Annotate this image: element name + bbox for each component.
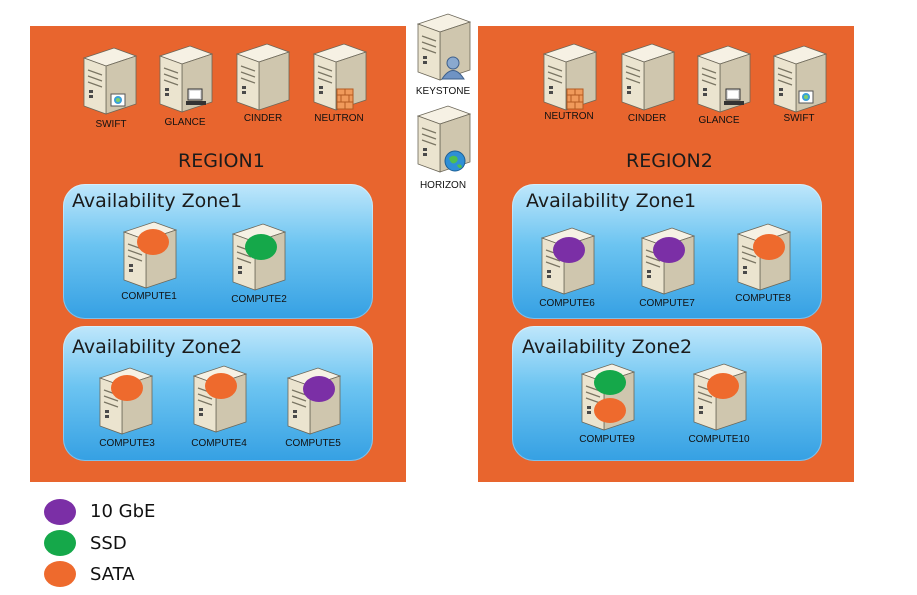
region2-title: REGION2	[626, 150, 713, 172]
neutron-firewall-icon	[336, 88, 354, 115]
compute9-label: COMPUTE9	[579, 434, 635, 445]
compute7-10gbe-disk	[653, 237, 685, 263]
compute4-label: COMPUTE4	[191, 438, 247, 449]
compute4-sata-disk	[205, 373, 237, 399]
compute9-ssd-disk	[594, 370, 626, 395]
region1-cinder-label: CINDER	[243, 113, 283, 124]
compute5-10gbe-disk	[303, 376, 335, 402]
region1-zone1	[63, 184, 373, 319]
legend-sata-swatch	[44, 561, 76, 587]
keystone-user-icon	[440, 56, 466, 85]
r2-neutron-firewall-icon	[566, 88, 584, 115]
cinder-server-icon	[233, 42, 291, 112]
legend-ssd-swatch	[44, 530, 76, 556]
r2-cinder-server-icon	[618, 42, 676, 112]
compute1-label: COMPUTE1	[121, 291, 177, 302]
compute10-label: COMPUTE10	[688, 434, 750, 445]
region1-neutron-label: NEUTRON	[314, 113, 364, 124]
region2-cinder-label: CINDER	[627, 113, 667, 124]
compute10-sata-disk	[707, 373, 739, 399]
compute6-label: COMPUTE6	[539, 298, 595, 309]
compute9-sata-disk	[594, 398, 626, 423]
compute8-label: COMPUTE8	[735, 293, 791, 304]
compute8-sata-disk	[753, 234, 785, 260]
compute2-label: COMPUTE2	[231, 294, 287, 305]
compute6-10gbe-disk	[553, 237, 585, 263]
region2-zone2-title: Availability Zone2	[522, 336, 693, 358]
glance-monitor-icon	[186, 88, 206, 111]
region2-zone1-title: Availability Zone1	[526, 190, 697, 212]
legend-10gbe-label: 10 GbE	[90, 501, 156, 522]
legend-sata-label: SATA	[90, 564, 135, 585]
region2-neutron-label: NEUTRON	[544, 111, 594, 122]
legend-ssd-label: SSD	[90, 533, 127, 554]
region2-glance-label: GLANCE	[698, 115, 740, 126]
legend-10gbe-swatch	[44, 499, 76, 525]
swift-badge-icon	[110, 93, 126, 112]
region1-glance-label: GLANCE	[164, 117, 206, 128]
keystone-label: KEYSTONE	[415, 86, 471, 97]
compute2-ssd-disk	[245, 234, 277, 260]
horizon-label: HORIZON	[419, 180, 467, 191]
horizon-globe-icon	[444, 150, 466, 177]
compute3-label: COMPUTE3	[99, 438, 155, 449]
compute5-label: COMPUTE5	[285, 438, 341, 449]
compute1-sata-disk	[137, 229, 169, 255]
r2-glance-monitor-icon	[724, 88, 744, 111]
swift-server-icon	[80, 46, 138, 116]
r2-swift-badge-icon	[798, 90, 814, 109]
region1-title: REGION1	[178, 150, 265, 172]
r2-neutron-server-icon	[540, 42, 598, 112]
region1-zone1-title: Availability Zone1	[72, 190, 243, 212]
region2-zone2	[512, 326, 822, 461]
region1-swift-label: SWIFT	[95, 119, 127, 130]
region1-zone2-title: Availability Zone2	[72, 336, 243, 358]
compute7-label: COMPUTE7	[639, 298, 695, 309]
region2-swift-label: SWIFT	[783, 113, 815, 124]
compute3-sata-disk	[111, 375, 143, 401]
